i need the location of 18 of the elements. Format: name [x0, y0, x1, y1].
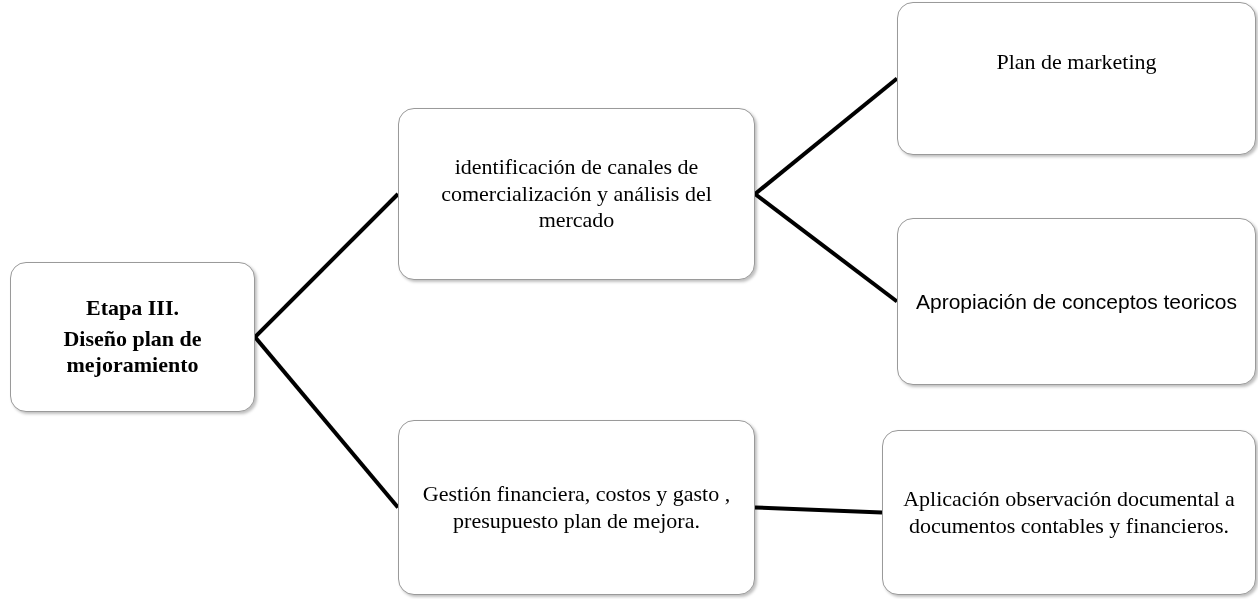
process-box	[897, 2, 1256, 155]
box-text: Diseño plan de mejoramiento	[62, 325, 203, 379]
box-text: Apropiación de conceptos teoricos	[916, 288, 1237, 315]
stage-box	[10, 262, 255, 412]
box-text: Aplicación observación documental a documentos contables y financieros.	[902, 486, 1236, 539]
box-text: identificación de canales de comercialización y análisis del mercado	[440, 154, 713, 234]
connector-line	[253, 192, 400, 339]
box-text: Plan de marketing	[996, 49, 1157, 76]
process-box	[882, 430, 1256, 595]
process-box	[897, 218, 1256, 385]
connector-line	[753, 192, 899, 304]
box-text: Gestión financiera, costos y gasto , presupuesto plan de mejora.	[421, 481, 732, 534]
process-box	[398, 108, 755, 280]
connector-line	[253, 335, 400, 509]
box-heading: Etapa III.	[86, 295, 179, 322]
process-box	[398, 420, 755, 595]
connector-line	[754, 505, 883, 515]
connector-line	[753, 76, 899, 196]
